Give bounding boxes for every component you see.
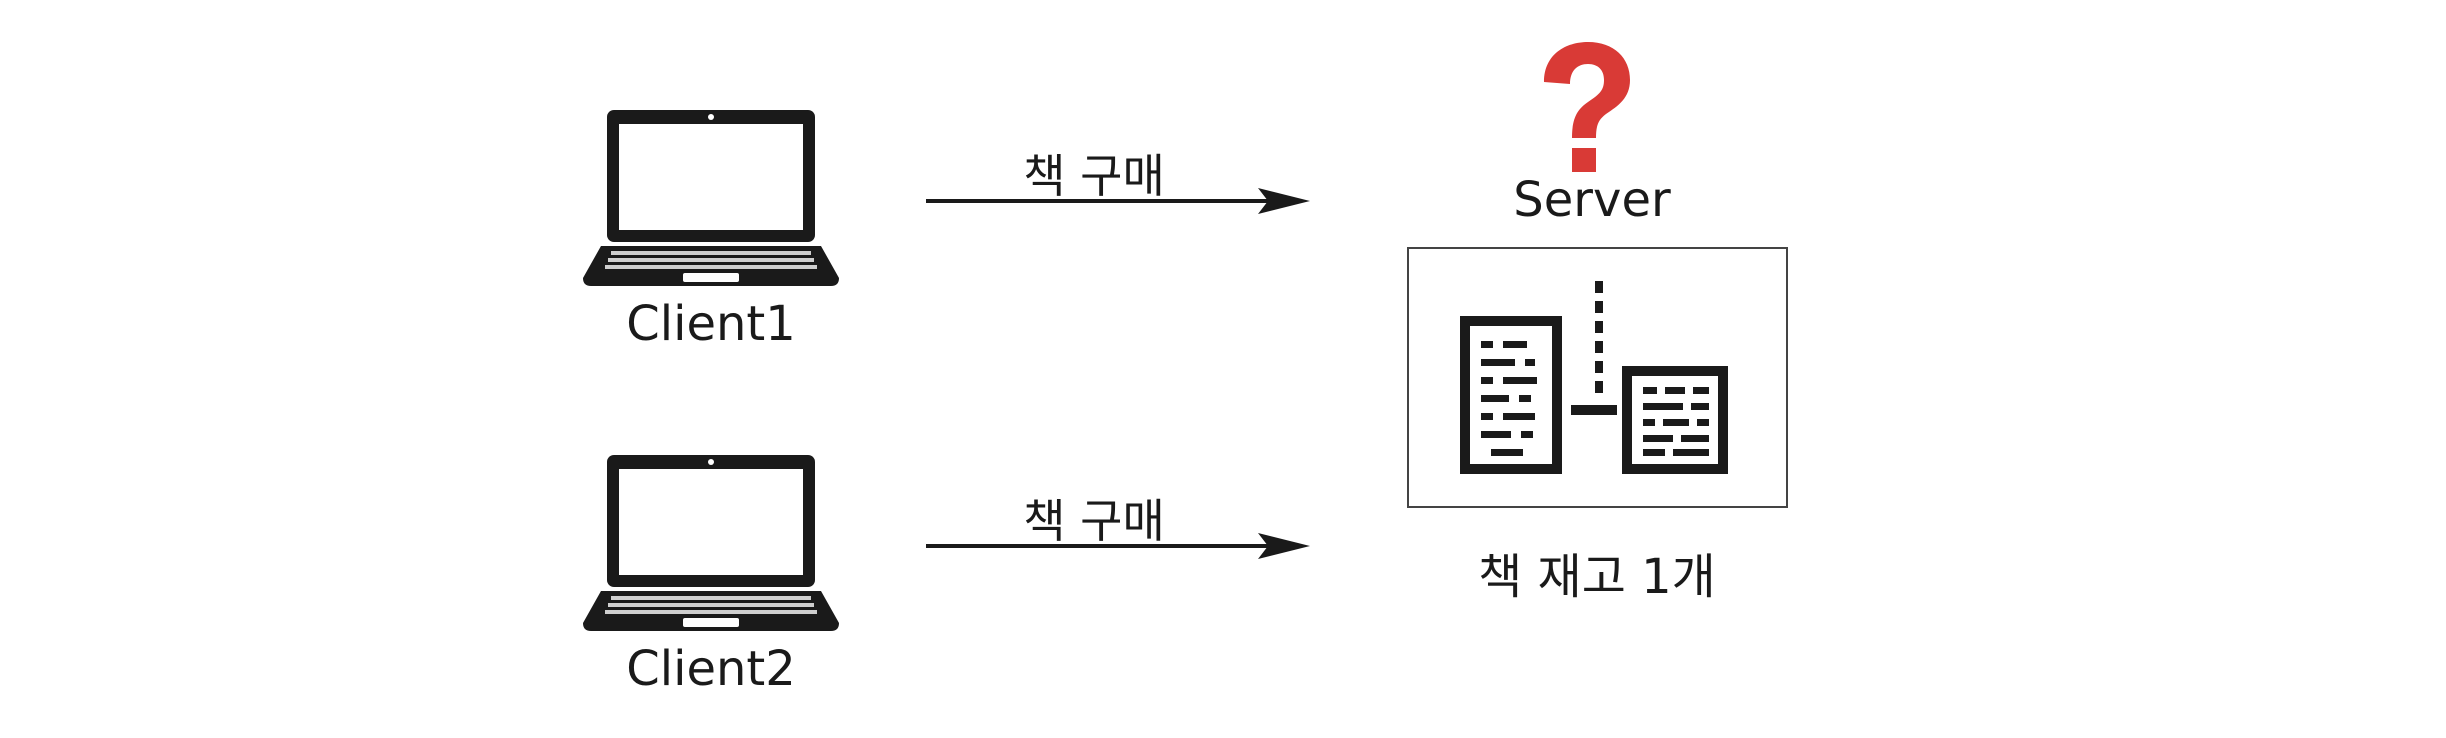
- client1-laptop-icon: [583, 110, 839, 286]
- server-rack-icon: [1460, 281, 1728, 474]
- server-label: Server: [1513, 172, 1671, 228]
- request2-arrow: [926, 533, 1310, 559]
- stock-label: 책 재고 1개: [1478, 549, 1716, 605]
- request1-arrow: [926, 188, 1310, 214]
- question-mark-icon: [1544, 42, 1630, 172]
- client2-label: Client2: [626, 641, 796, 697]
- request2-label: 책 구매: [1023, 494, 1165, 548]
- client2-laptop-icon: [583, 455, 839, 631]
- request1-label: 책 구매: [1023, 149, 1165, 203]
- server-box: [1407, 247, 1788, 508]
- client1-label: Client1: [626, 296, 796, 352]
